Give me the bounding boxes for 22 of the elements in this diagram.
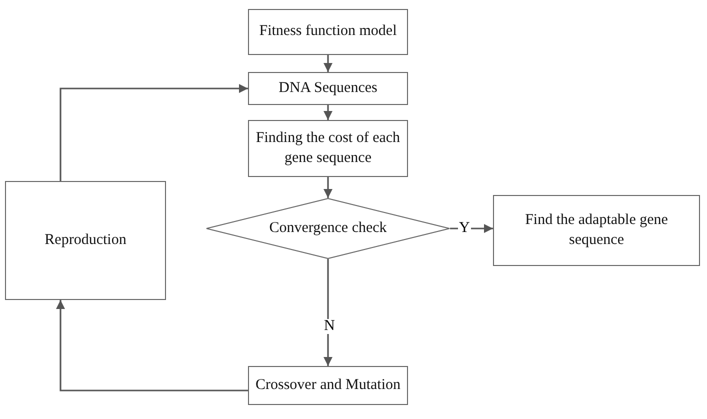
arrow bbox=[324, 259, 332, 366]
edge-label: N bbox=[323, 318, 336, 334]
arrow bbox=[324, 105, 332, 120]
arrow bbox=[324, 177, 332, 198]
node-label: DNA Sequences bbox=[278, 78, 378, 98]
node-label: Convergence check bbox=[268, 218, 388, 238]
arrow bbox=[60, 84, 248, 181]
node-label: Find the adaptable gene sequence bbox=[524, 211, 669, 250]
node-label: Crossover and Mutation bbox=[254, 376, 402, 395]
decision-diamond bbox=[206, 198, 450, 259]
node-label: Finding the cost of each gene sequence bbox=[254, 129, 402, 168]
process-box bbox=[493, 195, 700, 266]
process-box bbox=[5, 181, 166, 300]
arrow bbox=[56, 300, 248, 392]
node-label: Reproduction bbox=[44, 230, 128, 250]
process-box bbox=[248, 9, 408, 55]
arrow bbox=[450, 224, 493, 233]
arrow bbox=[324, 55, 332, 72]
node-label: Fitness function model bbox=[258, 22, 398, 42]
process-box bbox=[248, 120, 408, 177]
process-box bbox=[248, 366, 408, 405]
process-box bbox=[248, 72, 408, 105]
